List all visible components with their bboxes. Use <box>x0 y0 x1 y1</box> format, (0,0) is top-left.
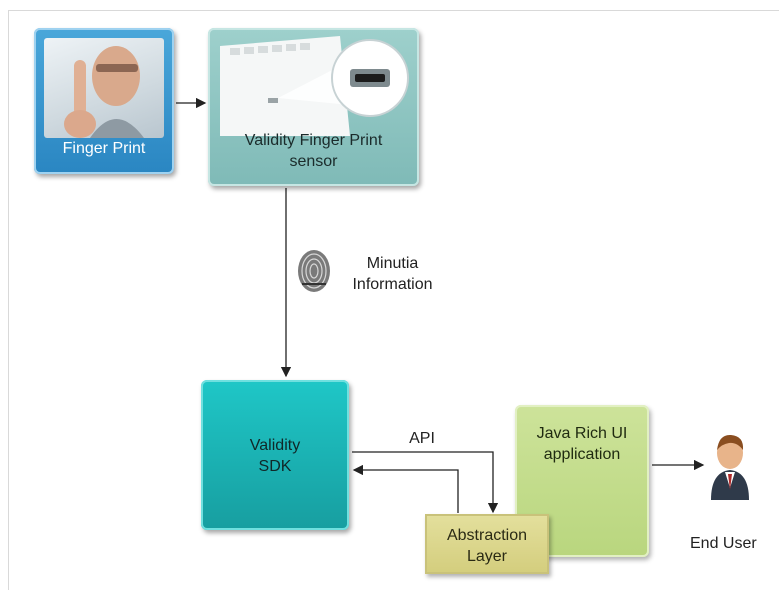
java-app-label: Java Rich UI application <box>536 425 628 463</box>
diagram-frame <box>8 10 779 590</box>
abstraction-node: Abstraction Layer <box>425 514 549 574</box>
api-label: API <box>409 430 435 447</box>
arrow-abstraction-to-sdk <box>352 464 459 513</box>
minutia-label: Minutia Information <box>352 255 433 293</box>
arrow-api-to-abstraction <box>352 451 499 514</box>
finger-photo-icon <box>44 38 164 138</box>
fingerprint-icon <box>296 248 332 294</box>
sensor-label: Validity Finger Print sensor <box>244 132 383 170</box>
sensor-node: Validity Finger Print sensor <box>208 28 419 186</box>
abstraction-label: Abstraction Layer <box>446 527 528 565</box>
end-user-label: End User <box>690 535 757 552</box>
sdk-label: Validity SDK <box>249 437 301 475</box>
sensor-photo-icon <box>220 36 410 136</box>
sdk-node: Validity SDK <box>201 380 349 530</box>
finger-print-node: Finger Print <box>34 28 174 174</box>
user-icon <box>707 428 753 500</box>
finger-print-label: Finger Print <box>62 140 146 157</box>
